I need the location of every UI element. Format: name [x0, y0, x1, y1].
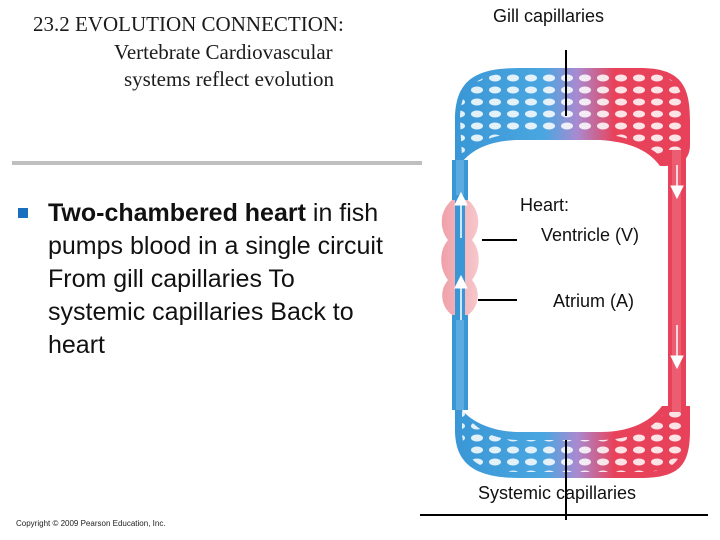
heart-label: Heart:: [520, 195, 570, 215]
slide-title-line-3: systems reflect evolution: [124, 67, 334, 91]
arrow-up-icon: [454, 274, 468, 289]
heart: [441, 195, 479, 320]
bullet-point: Two-chambered heart in fish pumps blood …: [18, 197, 388, 362]
ventricle-label: Ventricle (V): [541, 225, 640, 245]
title-divider: [12, 161, 422, 165]
atrium-label: Atrium (A): [553, 291, 634, 311]
bullet-square-icon: [18, 208, 28, 218]
systemic-capillaries-label: Systemic capillaries: [478, 483, 637, 503]
copyright-notice: Copyright © 2009 Pearson Education, Inc.: [16, 519, 166, 528]
slide-title-line-2: Vertebrate Cardiovascular: [114, 40, 333, 64]
bullet-body-text: in fish pumps blood in a single circuit …: [48, 199, 383, 359]
arrow-down-icon: [670, 185, 684, 200]
gill-capillaries-label: Gill capillaries: [493, 6, 605, 26]
leader-lines: [420, 50, 708, 520]
bullet-bold-text: Two-chambered heart: [48, 199, 306, 227]
arrow-down-icon: [670, 355, 684, 370]
arrow-up-icon: [454, 191, 468, 206]
gill-capillary-bed: [455, 68, 690, 166]
systemic-capillary-bed: [455, 400, 690, 478]
slide-title-line-1: 23.2 EVOLUTION CONNECTION:: [33, 12, 344, 36]
bullet-text: Two-chambered heart in fish pumps blood …: [48, 197, 388, 362]
flow-arrows: [454, 165, 684, 370]
